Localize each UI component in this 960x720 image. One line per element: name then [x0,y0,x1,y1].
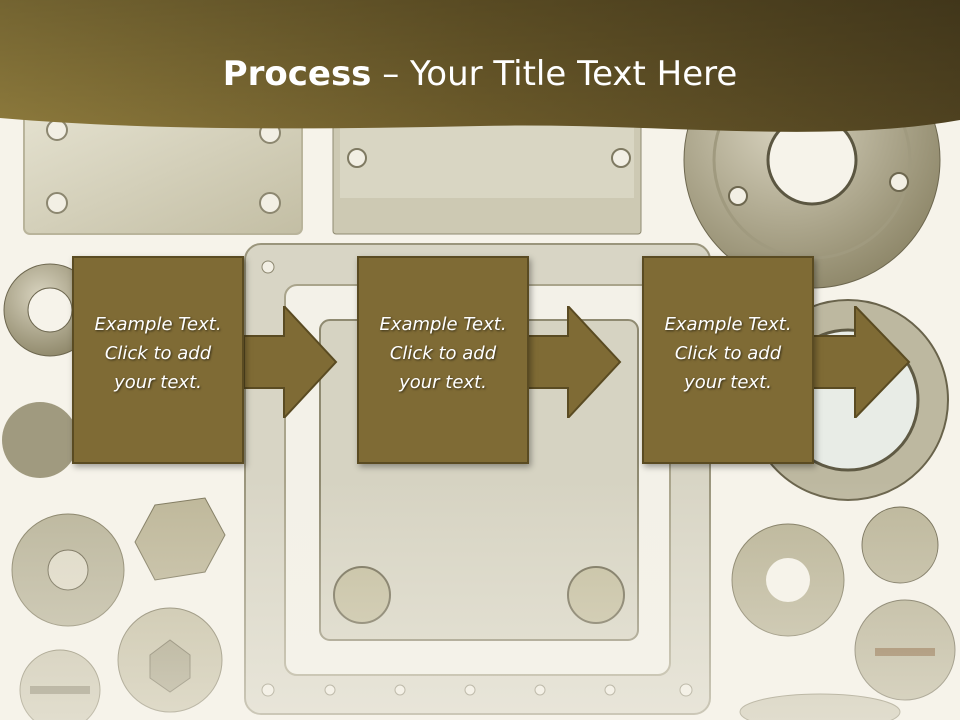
process-step-1[interactable]: Example Text. Click to add your text. [72,256,248,468]
step-box [72,256,244,464]
step-text[interactable]: Example Text. Click to add your text. [664,314,792,393]
process-step-2[interactable]: Example Text. Click to add your text. [357,256,533,468]
step-text[interactable]: Example Text. Click to add your text. [379,314,507,393]
process-step-3[interactable]: Example Text. Click to add your text. [642,256,818,468]
step-box [357,256,529,464]
title-rest: – Your Title Text Here [371,54,738,94]
arrow-right-icon [528,306,622,418]
step-box [642,256,814,464]
step-text[interactable]: Example Text. Click to add your text. [94,314,222,393]
arrow-right-icon [244,306,338,418]
arrow-right-icon [813,306,911,418]
slide-title[interactable]: Process – Your Title Text Here [0,50,960,98]
title-bold: Process [222,54,372,94]
